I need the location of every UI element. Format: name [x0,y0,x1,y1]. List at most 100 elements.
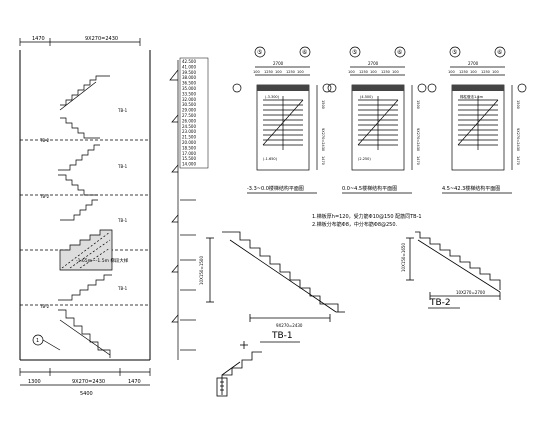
section-top-dim-2: 9X270=2430 [85,36,118,42]
beam-band [452,85,504,91]
dim-sub: 1250 [264,70,273,74]
grid-bubble [254,46,266,58]
tb2-text: TB-2 10X270=2700 10X150=1650 [401,243,485,308]
section-top-dim-1: 1470 [32,36,45,42]
plan-note-2: (2.250) [358,157,371,161]
elevation-label: 23.000 [182,129,196,134]
section-text: 1470 9X270=2430 1300 9X270=2430 1470 540… [28,36,141,397]
elevation-label: 15.500 [182,156,196,161]
elevation-label: 26.000 [182,118,196,123]
plan-caption: 4.5~42.3楼梯结构平面图 [442,185,500,192]
dim-sub: 100 [392,70,399,74]
elevation-label: 36.500 [182,81,196,86]
dim-sub: 1250 [286,70,295,74]
dim-sub: 100 [297,70,304,74]
plan-note: 梯柱做法1.5m [460,94,484,99]
dim-side: 9X270=2430 [321,128,325,151]
plan-note: (-3.300) [265,95,280,99]
diag-line [357,99,399,146]
grid-label: ⑥ [497,49,502,56]
dim-top: 2700 [273,61,284,66]
tb1-detail [206,231,345,343]
tb1-title: TB-1 [271,331,293,341]
grid-bubble [322,83,332,93]
elevation-label: 27.500 [182,113,196,118]
dim-side: 1500 [516,100,520,109]
plan-caption: -3.3~0.0楼梯结构平面图 [247,185,304,192]
tb2-dim-side: 10X150=1650 [401,243,406,272]
dim-sub: 1250 [481,70,490,74]
elevation-label: 35.000 [182,86,196,91]
dim-side: 1470 [516,156,520,165]
tb2-label-1: TB-2 [39,138,50,143]
grid-bubble [394,46,406,58]
dim-sub: 100 [253,70,260,74]
grid-bubble [232,83,242,93]
tb1-label-1: TB-1 [117,108,128,113]
elevation-label: 14.000 [182,162,196,167]
grid-label: ⑥ [397,49,402,56]
dim-sub: 100 [448,70,455,74]
grid-label: ⑤ [452,49,457,56]
plan-note-2: (-1.650) [263,157,278,161]
dim-sub: 100 [348,70,355,74]
dim-side: 1500 [321,100,325,109]
highlight-note: -1.65m~-1.5m 梯段大样 [76,257,129,264]
beam-band [257,85,309,91]
elevation-label: 38.000 [182,75,196,80]
elevation-label: 18.500 [182,145,196,150]
grid-bubble [449,46,461,58]
grid-bubble [427,83,437,93]
elevation-label: 29.000 [182,108,196,113]
section-bottom-dim-2: 9X270=2430 [72,379,105,385]
tb1-dim-bottom: 9X270=2430 [276,323,303,328]
tb2-detail [406,231,501,309]
grid-label: ⑥ [302,49,307,56]
dim-sub: 100 [275,70,282,74]
elevation-label: 39.500 [182,70,196,75]
dim-sub: 100 [492,70,499,74]
dim-side: 1470 [321,156,325,165]
stair-section [19,38,209,386]
section-bottom-dim-1: 1300 [28,379,41,385]
tb1-text: TB-1 9X270=2430 10X150=1500 [199,256,303,341]
diag-line [457,99,499,146]
section-overall-dim: 5400 [80,391,93,397]
dim-top: 2700 [368,61,379,66]
tb2-label-2: TB-2 [39,194,50,199]
section-bottom-dim-3: 1470 [128,379,141,385]
dim-sub: 1250 [359,70,368,74]
plan-note: (4.500) [360,95,373,99]
grid-bubble [494,46,506,58]
note-1: 1.梯板厚h=120，受力筋Φ10@150 配筋同TB-1 [312,213,422,220]
dim-sub: 1250 [381,70,390,74]
dim-sub: 100 [370,70,377,74]
beam-band [352,85,404,91]
elevation-label: 32.000 [182,97,196,102]
tb2-label-3: TB-2 [39,304,50,309]
dim-side: 9X270=2430 [416,128,420,151]
plan-caption: 0.0~4.5楼梯结构平面图 [342,185,397,192]
elevation-label: 24.500 [182,124,196,129]
tb1-label-3: TB-1 [117,218,128,223]
dim-sub: 1250 [459,70,468,74]
small-detail [216,341,262,397]
elevation-label: 30.500 [182,102,196,107]
grid-label: ⑤ [352,49,357,56]
grid-label: ⑤ [257,49,262,56]
elevation-label: 20.000 [182,140,196,145]
grid-bubble [417,83,427,93]
tb1-dim-side: 10X150=1500 [199,256,204,285]
grid-bubble [327,83,337,93]
grid-bubble [349,46,361,58]
elevation-label: 41.000 [182,64,196,69]
elevation-label: 42.500 [182,59,196,64]
dim-sub: 100 [470,70,477,74]
dim-side: 1470 [416,156,420,165]
elevation-label: 17.000 [182,151,196,156]
